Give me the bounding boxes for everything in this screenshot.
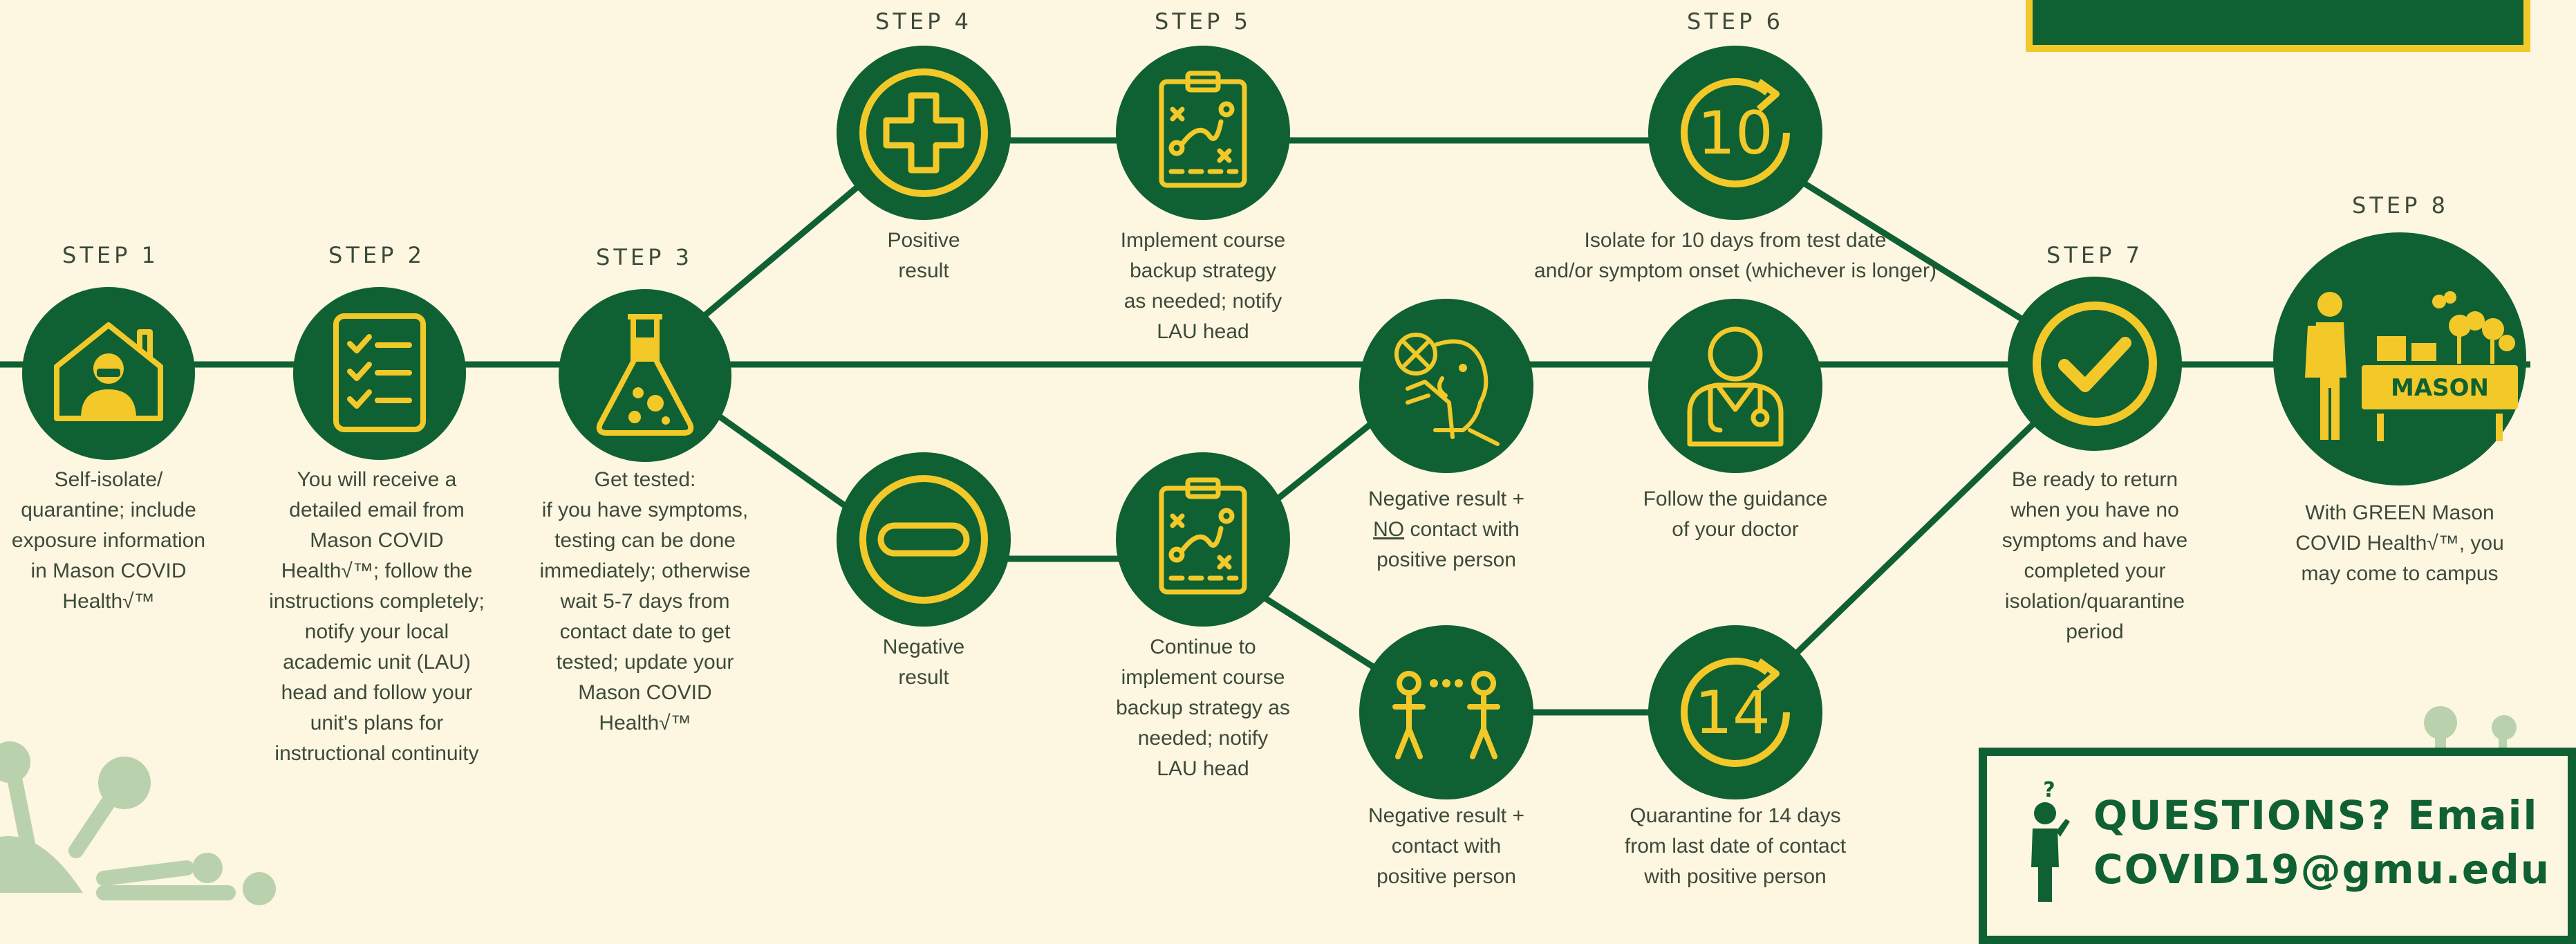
step-1-node xyxy=(22,287,195,460)
plus-icon xyxy=(859,68,988,197)
step-8-label: STEP 8 xyxy=(2352,192,2449,219)
step-2-node xyxy=(293,287,466,460)
questions-text: QUESTIONS? Email COVID19@gmu.edu xyxy=(2093,792,2551,893)
step-6-isolate-description: Isolate for 10 days from test date and/o… xyxy=(1534,229,1936,282)
step-6-label: STEP 6 xyxy=(1687,8,1784,35)
branch-no-word: NO xyxy=(1373,518,1405,541)
strategy-board-icon xyxy=(1159,477,1247,595)
no-touch-face-icon xyxy=(1394,333,1500,446)
step-5-label: STEP 5 xyxy=(1155,8,1251,35)
fourteen-day-cycle-icon: 14 xyxy=(1681,657,1790,767)
step-8-description: With GREEN Mason COVID Health√™, you may… xyxy=(2295,501,2504,585)
step-1-label: STEP 1 xyxy=(62,242,159,268)
contact-people-icon xyxy=(1392,671,1500,759)
step-3-description: Get tested: if you have symptoms, testin… xyxy=(539,468,751,734)
step-2-description: You will receive a detailed email from M… xyxy=(269,468,485,765)
branch-no-contact-description: Negative result + NO contact with positi… xyxy=(1334,484,1558,575)
question-mark-text: ? xyxy=(2043,778,2055,802)
step-6-quarantine-node: 14 xyxy=(1648,625,1822,799)
house-person-icon xyxy=(54,322,163,421)
campus-person-icon: MASON xyxy=(2305,291,2518,441)
virus-icon xyxy=(0,741,276,905)
step-6-doctor-description: Follow the guidance of your doctor xyxy=(1643,488,1828,541)
step-7-node xyxy=(2008,277,2182,451)
fourteen-days-text: 14 xyxy=(1695,678,1770,748)
ten-day-cycle-icon: 10 xyxy=(1681,77,1790,187)
step-6-doctor-node xyxy=(1648,299,1822,473)
checkmark-icon xyxy=(2033,302,2157,426)
negative-contact-node xyxy=(1359,625,1533,799)
step-2-label: STEP 2 xyxy=(328,242,425,268)
step-3-node xyxy=(559,289,731,462)
step-4-positive-node xyxy=(837,46,1011,220)
branch-no-contact-post: contact with positive person xyxy=(1376,518,1520,571)
branch-no-contact-pre: Negative result + xyxy=(1368,488,1524,510)
step-5-negative-node xyxy=(1116,452,1290,627)
minus-icon xyxy=(859,475,988,604)
step-4-negative-description: Negative result xyxy=(882,636,965,689)
step-4-negative-node xyxy=(837,452,1011,627)
thinking-person-icon: ? xyxy=(2031,778,2070,902)
step-6-quarantine-description: Quarantine for 14 days from last date of… xyxy=(1624,804,1847,888)
step-4-positive-description: Positive result xyxy=(887,229,960,282)
step-6-isolate-node: 10 xyxy=(1648,46,1822,220)
checklist-icon xyxy=(333,313,426,432)
step-7-label: STEP 7 xyxy=(2046,242,2143,268)
step-5-negative-description: Continue to implement course backup stra… xyxy=(1116,636,1290,780)
questions-box xyxy=(1979,748,2576,944)
header-bar xyxy=(2026,0,2530,52)
step-4-label: STEP 4 xyxy=(875,8,972,35)
step-1-description: Self-isolate/ quarantine; include exposu… xyxy=(11,468,206,613)
step-5-positive-description: Implement course backup strategy as need… xyxy=(1120,229,1286,343)
step-7-description: Be ready to return when you have no symp… xyxy=(2001,468,2188,643)
strategy-board-icon xyxy=(1159,71,1247,188)
mason-sign-text: MASON xyxy=(2391,374,2489,402)
step-8-node: MASON xyxy=(2273,232,2526,485)
doctor-icon xyxy=(1687,326,1784,447)
step-3-label: STEP 3 xyxy=(596,244,693,270)
negative-no-contact-node xyxy=(1359,299,1533,473)
branch-contact-description: Negative result + contact with positive … xyxy=(1368,804,1524,888)
flask-icon xyxy=(596,314,694,436)
step-5-positive-node xyxy=(1116,46,1290,220)
ten-days-text: 10 xyxy=(1697,99,1773,168)
